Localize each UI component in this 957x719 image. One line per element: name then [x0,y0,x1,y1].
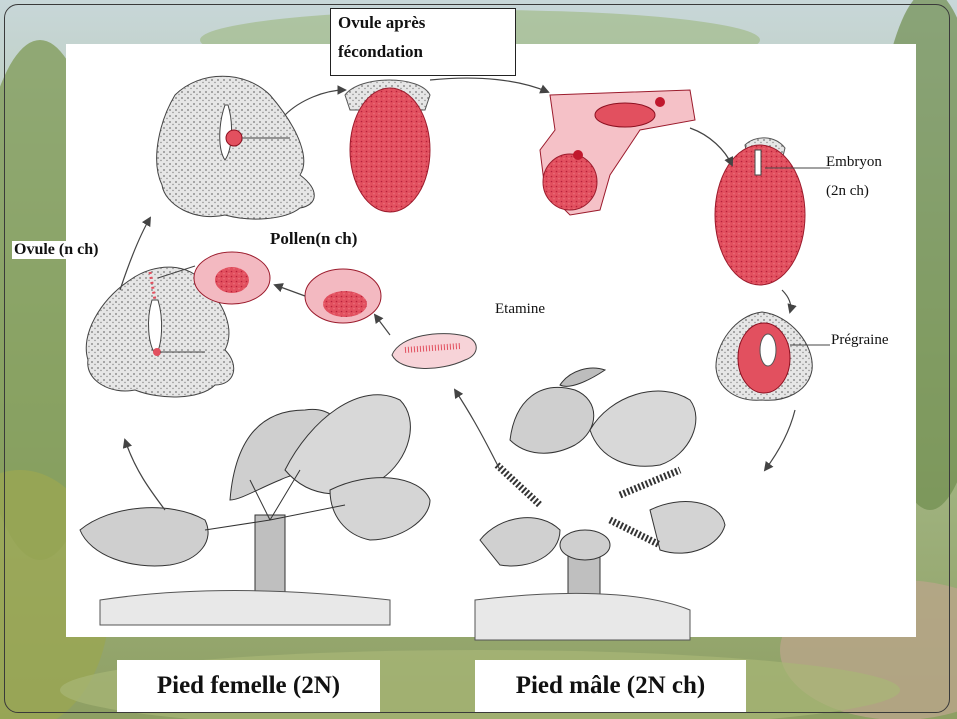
label-embryon-line2: (2n ch) [826,183,869,200]
ovule-fertilised-drawing [345,80,430,212]
caption-female-plant: Pied femelle (2N) [117,660,380,712]
label-ovule-after-line2: fécondation [338,42,423,62]
label-embryon-line1: Embryon [826,154,882,171]
stamen-drawing [392,334,476,369]
ovule-top-drawing [157,76,315,219]
female-plant-drawing [80,395,430,625]
caption-male-plant: Pied mâle (2N ch) [475,660,746,712]
label-ovule-n: Ovule (n ch) [12,241,100,259]
embryo-seed-drawing [715,138,830,285]
label-ovule-after-fertilisation-box: Ovule après fécondation [330,8,516,76]
label-pregraine: Prégraine [831,332,888,349]
embryo-section-drawing [540,90,695,215]
label-ovule-after-line1: Ovule après [338,13,425,33]
male-plant-drawing [475,368,725,640]
label-pollen: Pollen(n ch) [270,229,357,249]
pregraine-drawing [716,312,830,400]
label-etamine: Etamine [495,301,545,318]
